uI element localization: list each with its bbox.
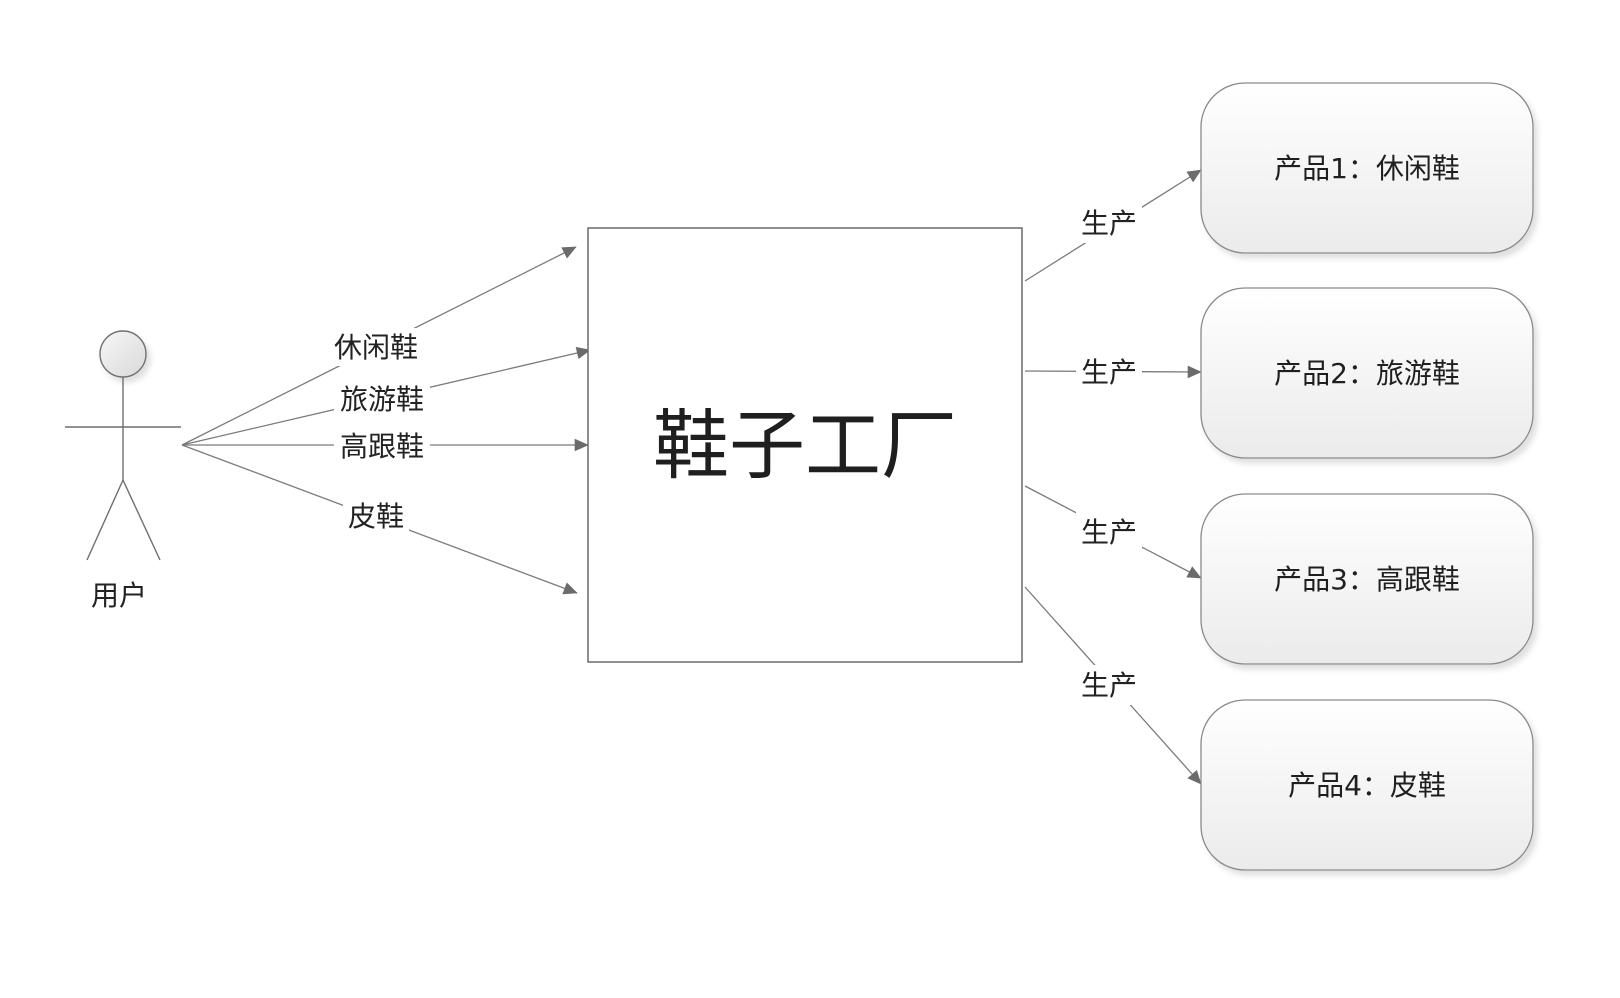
svg-text:生产: 生产 xyxy=(1081,516,1137,549)
svg-text:生产: 生产 xyxy=(1081,669,1137,702)
products: 产品1：休闲鞋 产品2：旅游鞋 产品3：高跟鞋 产品4：皮鞋 xyxy=(1200,82,1534,871)
svg-text:休闲鞋: 休闲鞋 xyxy=(334,331,418,364)
factory-label: 鞋子工厂 xyxy=(653,401,957,490)
product-label-1: 产品1：休闲鞋 xyxy=(1274,152,1460,185)
request-label-travel: 旅游鞋 xyxy=(334,380,430,418)
shoe-factory: 鞋子工厂 xyxy=(587,227,1023,663)
user-actor: 用户 xyxy=(65,330,181,612)
actor-right-leg xyxy=(122,479,161,561)
factory-box xyxy=(587,227,1023,663)
request-arrows xyxy=(181,246,591,595)
product-box-2: 产品2：旅游鞋 xyxy=(1200,287,1534,459)
request-label-heels: 高跟鞋 xyxy=(334,427,430,465)
produce-label-3: 生产 xyxy=(1076,512,1142,552)
svg-text:生产: 生产 xyxy=(1081,356,1137,389)
product-label-4: 产品4：皮鞋 xyxy=(1288,769,1446,802)
svg-text:皮鞋: 皮鞋 xyxy=(348,500,404,533)
product-box-3: 产品3：高跟鞋 xyxy=(1200,493,1534,665)
product-box-4: 产品4：皮鞋 xyxy=(1200,699,1534,871)
actor-left-leg xyxy=(86,479,124,561)
produce-label-2: 生产 xyxy=(1076,352,1142,392)
request-label-casual: 休闲鞋 xyxy=(328,328,424,366)
product-box-1: 产品1：休闲鞋 xyxy=(1200,82,1534,254)
request-label-leather: 皮鞋 xyxy=(343,497,409,535)
svg-text:旅游鞋: 旅游鞋 xyxy=(340,383,424,416)
actor-label: 用户 xyxy=(91,579,147,612)
product-label-3: 产品3：高跟鞋 xyxy=(1274,563,1460,596)
svg-text:生产: 生产 xyxy=(1081,207,1137,240)
product-label-2: 产品2：旅游鞋 xyxy=(1274,357,1460,390)
actor-head xyxy=(99,330,147,378)
svg-text:高跟鞋: 高跟鞋 xyxy=(340,430,424,463)
produce-labels: 生产 生产 生产 生产 xyxy=(1076,203,1142,705)
produce-label-4: 生产 xyxy=(1076,665,1142,705)
produce-label-1: 生产 xyxy=(1076,203,1142,243)
request-labels: 休闲鞋 旅游鞋 高跟鞋 皮鞋 xyxy=(328,328,430,535)
